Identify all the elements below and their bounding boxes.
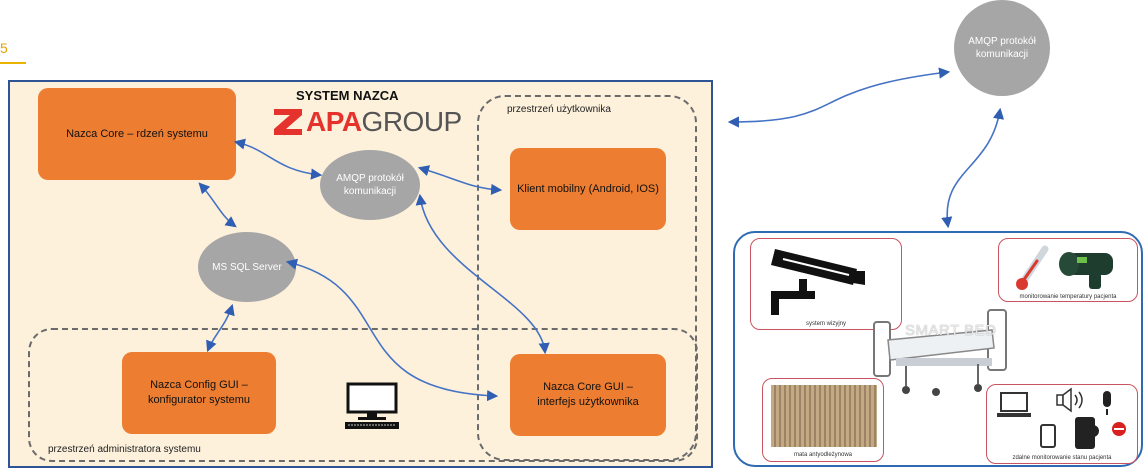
amqp-inner-node: AMQP protokół komunikacji [320,150,420,220]
logo-mark-icon [274,109,302,135]
mat-label: mata antyodleżynowa [793,452,853,458]
thermometer-camera-icon [1016,245,1113,290]
sql-server-node: MS SQL Server [198,232,296,302]
smart-bed-icon [873,309,1007,396]
arrow-amqp-coregui [415,193,550,355]
remote-monitoring-card: zdalne monitorowanie stanu pacjenta [986,384,1138,464]
mat-image [771,385,877,447]
page-number: 5 [0,40,8,56]
admin-zone-label: przestrzeń administratora systemu [48,444,201,455]
arrow-amqp-outer-devices [941,107,1005,229]
vision-label: system wizyjny [805,321,846,327]
user-zone-label: przestrzeń użytkownika [507,104,611,115]
arrow-sql-coregui [285,258,499,402]
remote-monitoring-label: zdalne monitorowanie stanu pacjenta [1012,455,1112,461]
remote-devices-icon [997,387,1126,449]
arrow-core-amqp [233,138,323,180]
arrow-core-sql [198,182,237,228]
mat-card: mata antyodleżynowa [762,378,884,462]
arrow-sql-configgui [206,303,235,353]
security-camera-icon [771,249,865,315]
arrow-amqp-mobile [417,165,503,195]
nazca-core-box: Nazca Core – rdzeń systemu [38,88,236,180]
core-gui-box: Nazca Core GUI – interfejs użytkownika [510,354,666,436]
logo-text-bold: APA [306,106,362,137]
temperature-label: monitorowanie temperatury pacjenta [1019,294,1117,300]
smart-bed-label: SMART BED [905,322,997,339]
config-gui-box: Nazca Config GUI – konfigurator systemu [122,352,276,434]
vision-card: system wizyjny [750,238,902,330]
diagram-title: SYSTEM NAZCA [296,88,399,103]
logo-text: APAGROUP [306,106,462,138]
amqp-outer-node: AMQP protokół komunikacji [954,0,1050,96]
apagroup-logo: APAGROUP [272,106,462,138]
arrow-panel-amqp-outer [727,67,951,128]
page-number-underline [0,62,26,64]
temperature-card: monitorowanie temperatury pacjenta [998,238,1138,302]
logo-text-normal: GROUP [361,106,463,137]
